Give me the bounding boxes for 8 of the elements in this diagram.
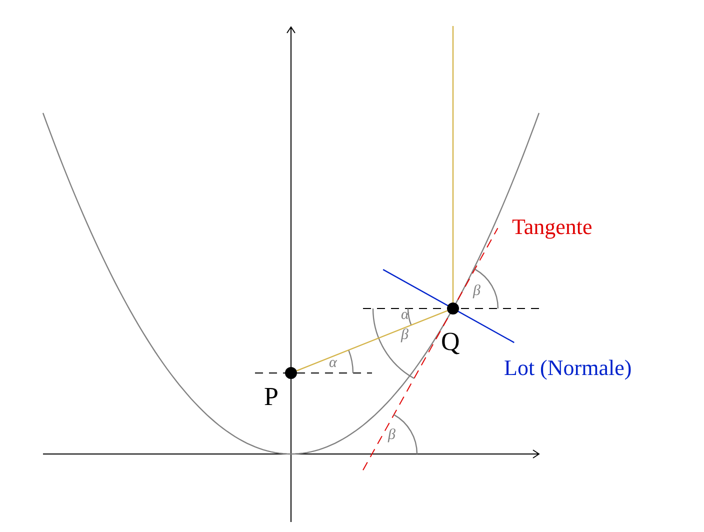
curve-label: Lot (Normale) — [504, 357, 632, 379]
angle-label: β — [388, 428, 396, 443]
angle-label: β — [473, 284, 480, 299]
line-segment — [452, 26, 454, 302]
angle-label: β — [401, 328, 408, 343]
curve-label: Tangente — [512, 216, 592, 238]
angle-label: α — [329, 356, 337, 371]
line-segment — [296, 310, 448, 372]
